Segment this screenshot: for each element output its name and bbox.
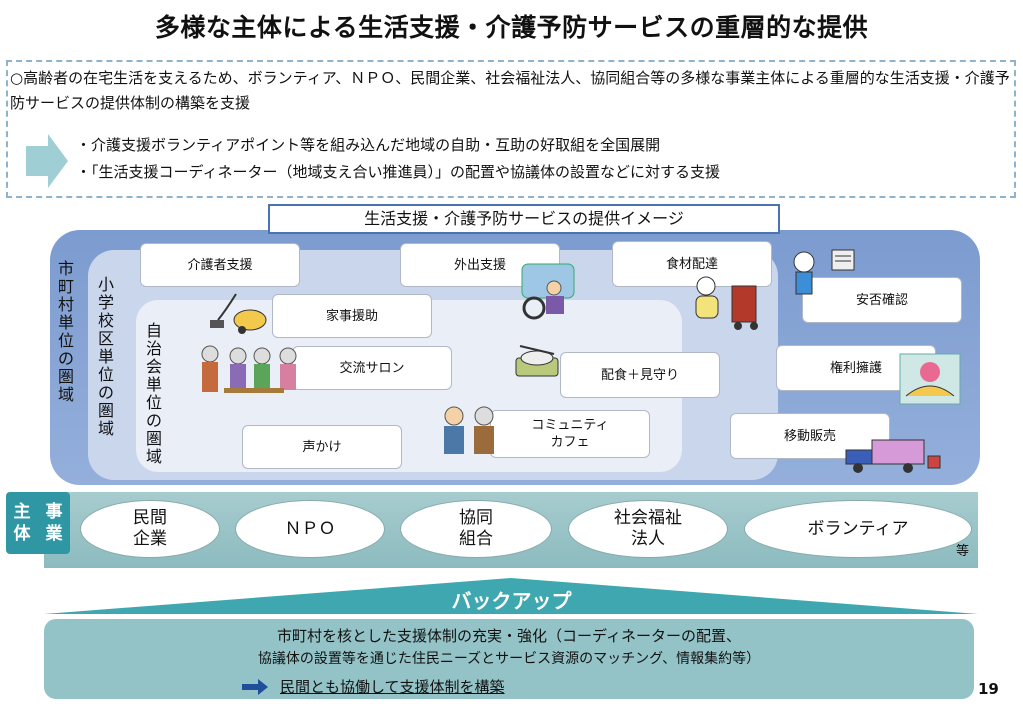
vacuum-cleaner-icon [210, 293, 267, 334]
truck-icon [845, 439, 941, 473]
entity-volunteer: ボランティア [744, 500, 972, 558]
delivery-person-icon [695, 276, 758, 330]
entity-cooperative: 協同 組合 [400, 500, 552, 558]
service-caregiver-support: 介護者支援 [140, 243, 300, 287]
service-meal-watch: 配食＋見守り [560, 352, 720, 398]
municipal-zone-label: 市町村単位の圏域 [57, 259, 74, 404]
backup-line-2: 協議体の設置等を通じた住民ニーズとサービス資源のマッチング、情報集約等） [257, 651, 761, 667]
meal-tray-icon [515, 345, 559, 377]
service-housework: 家事援助 [272, 294, 432, 338]
entities-header-char: 事 [45, 502, 63, 522]
backup-line-3: 民間とも協働して支援体制を構築 [280, 678, 505, 696]
service-community-cafe: コミュニティ カフェ [490, 410, 650, 458]
backup-panel [44, 619, 974, 699]
entity-npo: ＮＰＯ [235, 500, 385, 558]
entity-private-company: 民間 企業 [80, 500, 220, 558]
clipboard-person-icon [793, 249, 855, 295]
community-people-icon [444, 406, 494, 454]
service-image-label: 生活支援・介護予防サービスの提供イメージ [268, 204, 780, 234]
service-safety-check: 安否確認 [802, 277, 962, 323]
school-zone-label: 小学校区単位の圏域 [97, 275, 114, 438]
right-arrow-icon [242, 678, 268, 695]
neighborhood-zone-label: 自治会単位の圏域 [145, 321, 162, 466]
elderly-group-icon [201, 345, 297, 393]
page-number: 19 [978, 680, 999, 698]
wheelchair-van-icon [521, 263, 575, 320]
backup-line-1: 市町村を核とした支援体制の充実・強化（コーディネーターの配置、 [277, 627, 741, 645]
entities-header-char: 業 [45, 524, 63, 544]
entities-header-char: 主 [13, 502, 31, 522]
backup-heading: バックアップ [451, 589, 572, 613]
page-title: 多様な主体による生活支援・介護予防サービスの重層的な提供 [154, 13, 869, 42]
entity-social-welfare-corp: 社会福祉 法人 [568, 500, 728, 558]
entities-header-char: 体 [13, 524, 31, 544]
entities-etc: 等 [956, 544, 970, 559]
protection-hands-icon [899, 353, 961, 405]
intro-bullets: ・介護支援ボランティアポイント等を組み込んだ地域の自助・互助の好取組を全国展開 … [76, 132, 1016, 186]
intro-bullet: ・介護支援ボランティアポイント等を組み込んだ地域の自助・互助の好取組を全国展開 [76, 136, 661, 154]
intro-text: ○高齢者の在宅生活を支えるため、ボランティア、ＮＰＯ、民間企業、社会福祉法人、協… [10, 69, 1010, 112]
block-arrow-icon [26, 134, 68, 188]
backup-triangle [44, 578, 978, 614]
entities-header: 主 事 体 業 [6, 492, 70, 554]
service-salon: 交流サロン [292, 346, 452, 390]
intro-panel [6, 60, 1016, 198]
service-food-delivery: 食材配達 [612, 241, 772, 287]
intro-bullet: ・「生活支援コーディネーター（地域支え合い推進員）」の配置や協議体の設置などに対… [76, 163, 720, 181]
backup-conclusion: 民間とも協働して支援体制を構築 [240, 676, 505, 697]
service-greeting: 声かけ [242, 425, 402, 469]
